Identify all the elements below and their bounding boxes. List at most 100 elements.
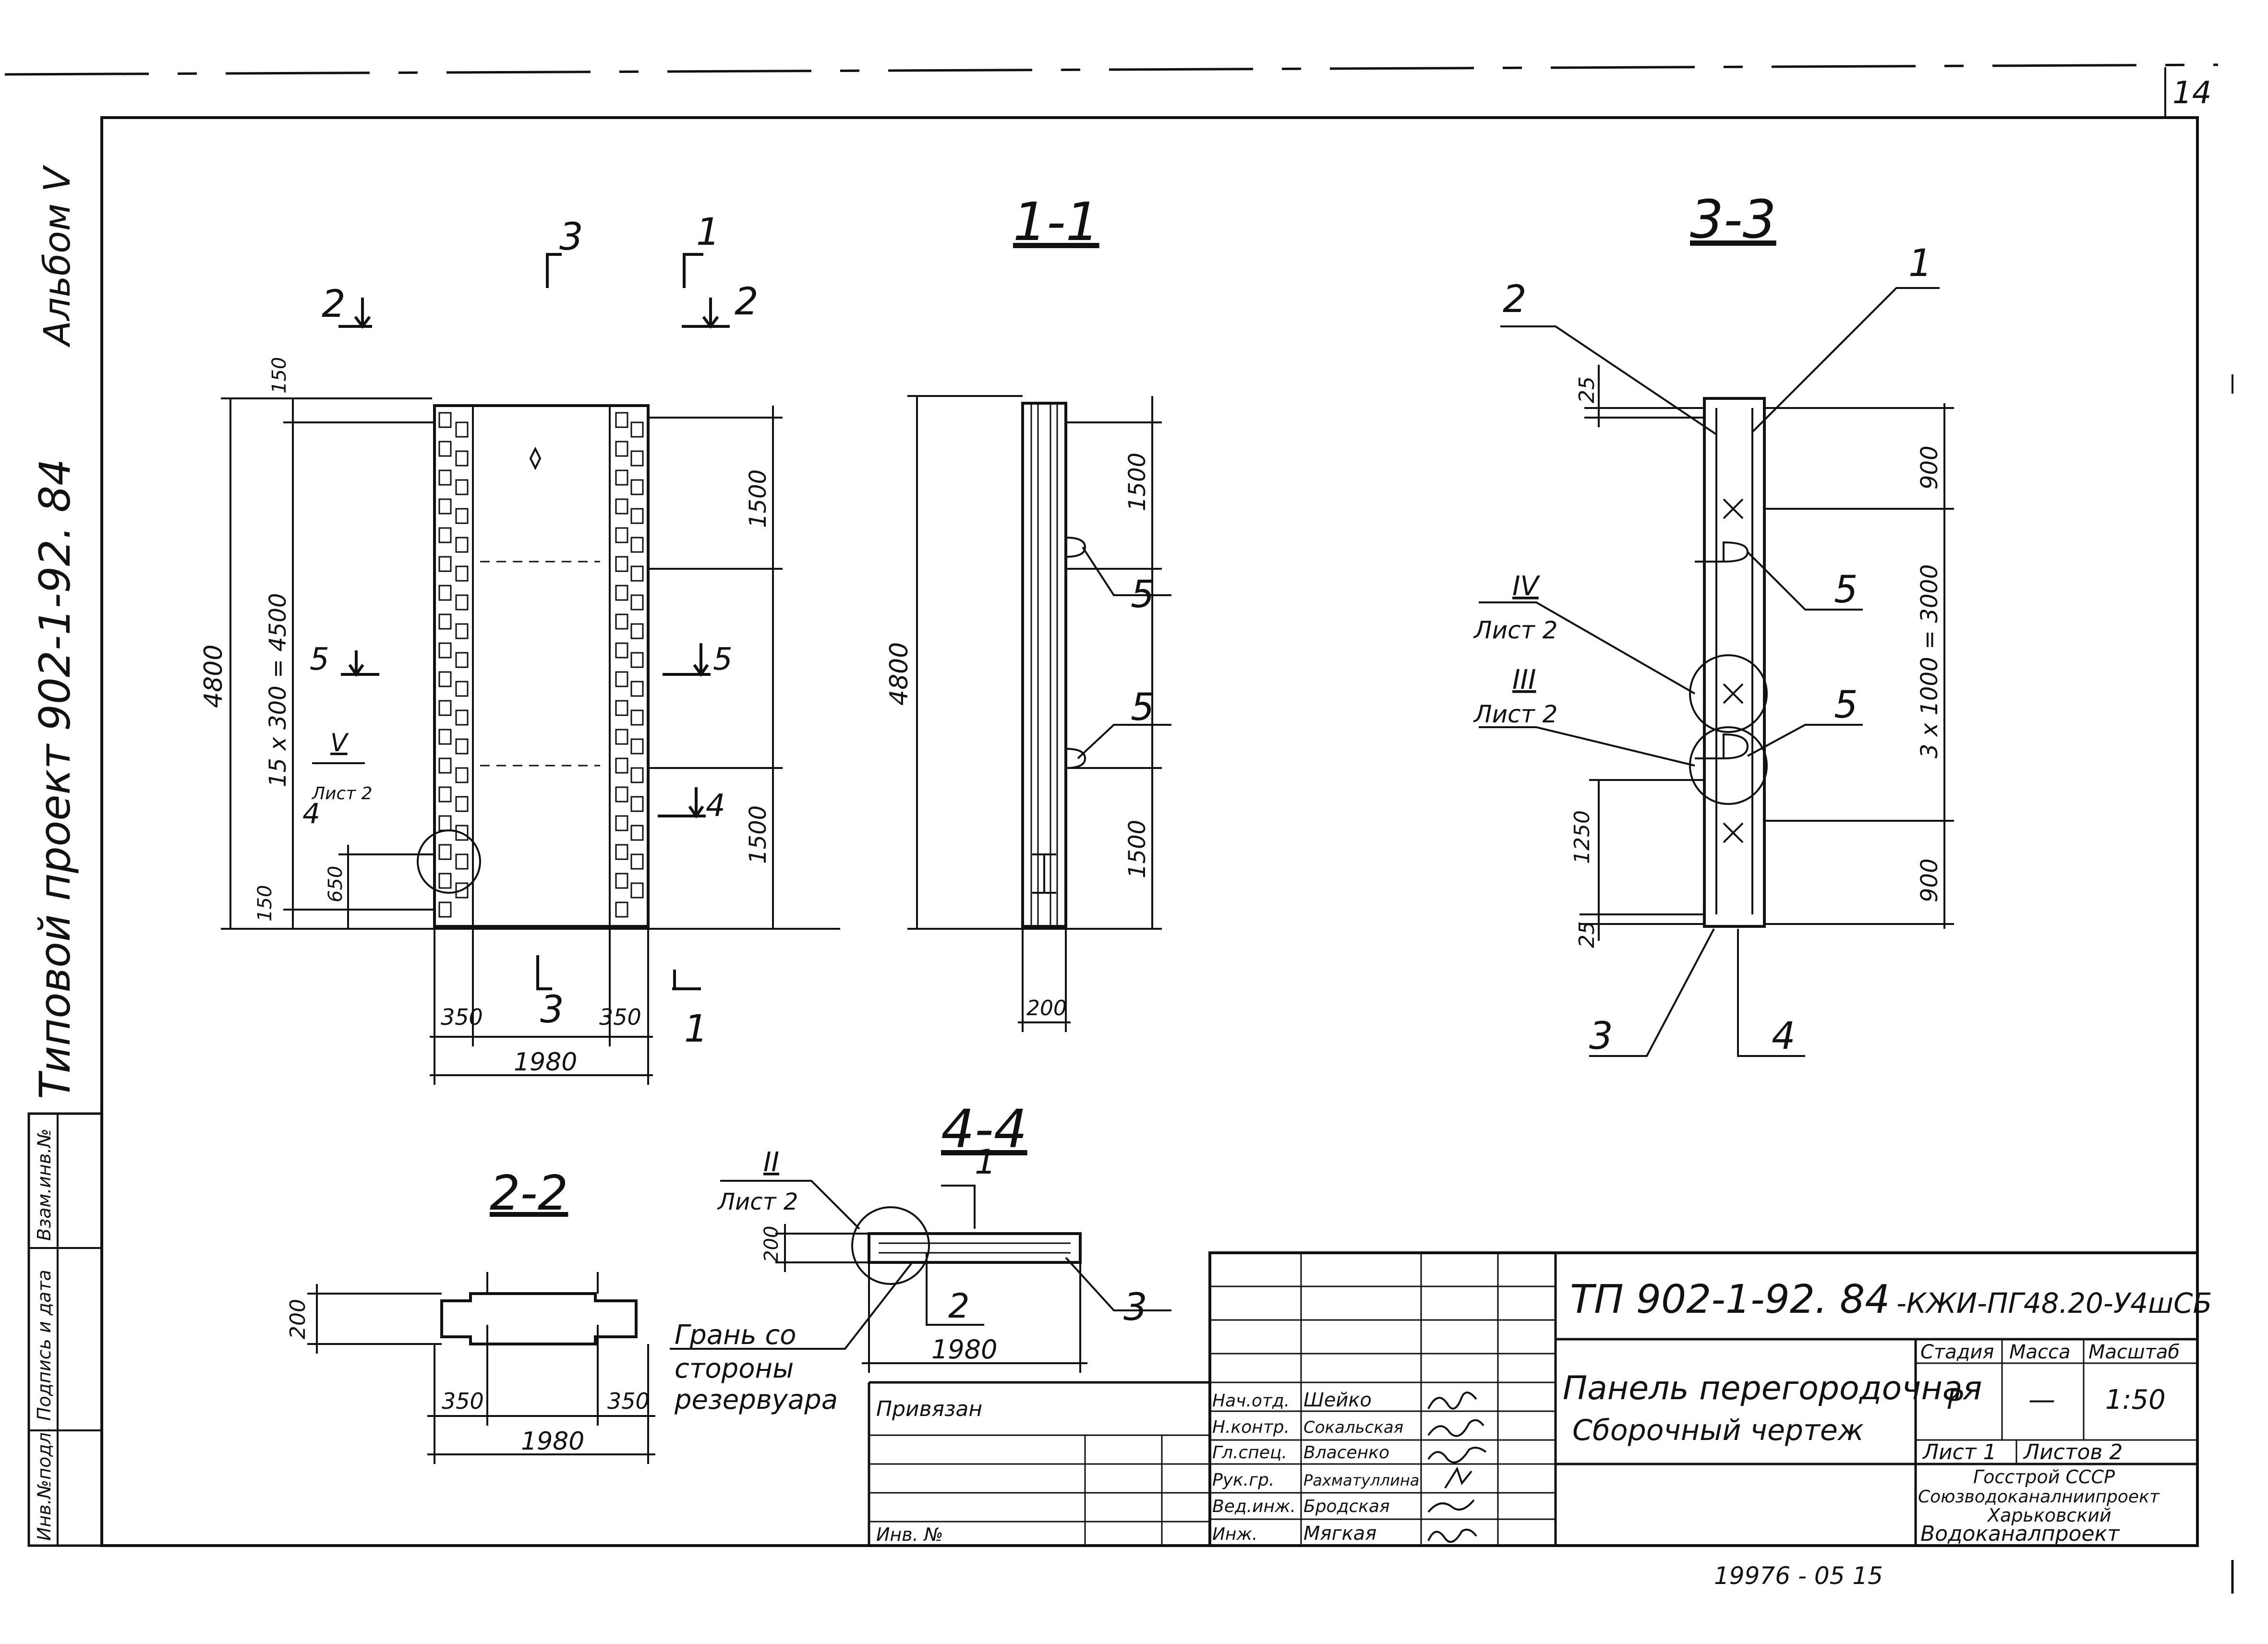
org-line-1: Госстрой СССР: [1973, 1466, 2115, 1488]
section-3-3: [1479, 287, 1954, 1057]
cut-mark-2-right: 2: [735, 280, 759, 324]
org-line-2: Союзводоканалниипроект: [1918, 1487, 2160, 1507]
inv-podl-label: Инв.№подл.: [34, 1427, 55, 1541]
role-name: Мягкая: [1303, 1523, 1376, 1545]
stage-label: Стадия: [1920, 1341, 1994, 1363]
s44-note-line-1: Грань со: [675, 1320, 796, 1351]
s33-leader-5-upper: 5: [1834, 568, 1858, 612]
s33-leader-2: 2: [1503, 278, 1527, 321]
sheets-label: Листов 2: [2023, 1440, 2123, 1464]
s33-dim-upper-900: 900: [1916, 445, 1943, 490]
section-1-1: [907, 395, 1171, 1032]
signature: [1427, 1447, 1487, 1464]
s33-dim-middle: 3 x 1000 = 3000: [1916, 564, 1943, 758]
cut-mark-4-left: 4: [302, 797, 320, 830]
cut-mark-5-right: 5: [713, 642, 733, 677]
scale-value: 1:50: [2105, 1384, 2166, 1416]
s22-dim-left: 350: [442, 1388, 484, 1414]
privyazan-label: Привязан: [876, 1397, 982, 1421]
dim-right-width: 350: [599, 1004, 641, 1030]
inv-no-label: Инв. №: [876, 1524, 943, 1545]
role-name: Сокальская: [1303, 1418, 1403, 1437]
dim-offset-650: 650: [325, 866, 347, 902]
s22-dim-right: 350: [607, 1388, 650, 1414]
section-3-3-title: 3-3: [1690, 189, 1776, 250]
title-block-roles: Нач.отд. Шейко Н.контр. Сокальская Гл.сп…: [1212, 1389, 1419, 1545]
signature: [1427, 1392, 1477, 1410]
left-stud-ladder: [438, 412, 469, 918]
role-label: Н.контр.: [1212, 1417, 1290, 1437]
doc-code: ТП 902-1-92. 84: [1570, 1277, 1890, 1322]
section-2-2: [307, 1272, 655, 1464]
cut-mark-1-bottom: 1: [684, 1008, 708, 1051]
callout-v-roman: V: [330, 729, 349, 757]
dim-total-width: 1980: [514, 1048, 577, 1077]
panel-elevation: [417, 404, 650, 928]
panel-dimensions: [221, 397, 840, 1085]
role-name: Рахматуллина: [1303, 1471, 1419, 1489]
section-4-4: [670, 1180, 1171, 1373]
doc-name-line-1: Панель перегородочная: [1563, 1369, 1982, 1407]
page-number: 14: [2172, 75, 2211, 111]
signature: [1427, 1499, 1475, 1513]
dim-pitch: 15 x 300 = 4500: [265, 593, 291, 787]
section-4-4-title: 4-4: [941, 1098, 1027, 1160]
signature: [1427, 1419, 1484, 1437]
right-stud-ladder: [615, 412, 644, 918]
org-line-4: Водоканалпроект: [1920, 1522, 2120, 1546]
role-label: Инж.: [1212, 1524, 1257, 1544]
s33-leader-5-lower: 5: [1834, 684, 1858, 727]
section-1-1-title: 1-1: [1013, 191, 1099, 252]
vzam-inv-label: Взам.инв.№: [34, 1128, 55, 1241]
s11-leader-5-upper: 5: [1131, 573, 1155, 616]
cut-mark-1-top: 1: [696, 211, 720, 254]
role-name: Бродская: [1303, 1497, 1390, 1516]
mass-label: Масса: [2009, 1341, 2071, 1363]
s33-leader-4: 4: [1772, 1015, 1796, 1058]
s11-dim-width: 200: [1026, 996, 1067, 1020]
cut-mark-3-bottom: 3: [540, 988, 564, 1032]
section-2-2-title: 2-2: [490, 1165, 568, 1221]
podpis-data-label: Подпись и дата: [34, 1270, 55, 1421]
s33-dim-lower-900: 900: [1916, 858, 1943, 902]
s11-dim-lower: 1500: [1124, 820, 1151, 878]
signature: [1427, 1528, 1477, 1543]
stage-value: Р: [1947, 1384, 1963, 1416]
s22-dim-h: 200: [286, 1299, 310, 1339]
section-cut-marks: [338, 253, 730, 990]
s44-callout-ii-roman: II: [763, 1147, 779, 1178]
dim-upper-1500: 1500: [745, 469, 772, 528]
title-block-grid: [868, 1251, 2199, 1547]
dim-left-width: 350: [441, 1004, 483, 1030]
doc-suffix: -КЖИ-ПГ48.20-У4шСБ: [1896, 1287, 2212, 1320]
s33-leader-1: 1: [1908, 242, 1932, 285]
dim-top-150: 150: [268, 357, 290, 394]
sheet-frame: [4, 63, 2234, 1594]
role-label: Гл.спец.: [1212, 1443, 1287, 1463]
cut-mark-5-left: 5: [310, 642, 329, 677]
s44-leader-3: 3: [1123, 1286, 1147, 1329]
s44-dim-h: 200: [760, 1226, 783, 1262]
cut-mark-4-right: 4: [706, 788, 725, 824]
s11-dim-upper: 1500: [1124, 453, 1151, 511]
org-line-3: Харьковский: [1987, 1505, 2111, 1526]
dim-bottom-150: 150: [254, 885, 276, 922]
dim-total-height: 4800: [199, 645, 228, 708]
callout-v-sheet: Лист 2: [311, 784, 373, 804]
left-stamp-strip: [27, 1112, 103, 1547]
dim-lower-1500: 1500: [745, 805, 772, 864]
s11-leader-5-lower: 5: [1131, 686, 1155, 729]
s44-note-line-3: резервуара: [674, 1384, 838, 1416]
s33-callout-iii-sheet: Лист 2: [1473, 700, 1557, 728]
mass-value: —: [2028, 1384, 2055, 1416]
s22-dim-total: 1980: [521, 1427, 584, 1456]
signature: [1444, 1466, 1472, 1489]
s33-dim-1250: 1250: [1570, 810, 1594, 864]
s33-leader-3: 3: [1589, 1015, 1613, 1058]
sheet-label: Лист 1: [1922, 1440, 1996, 1464]
s33-callout-iii-roman: III: [1512, 664, 1536, 696]
s44-leader-2: 2: [948, 1286, 970, 1326]
role-label: Рук.гр.: [1212, 1470, 1274, 1490]
s33-callout-iv-roman: IV: [1512, 571, 1541, 602]
